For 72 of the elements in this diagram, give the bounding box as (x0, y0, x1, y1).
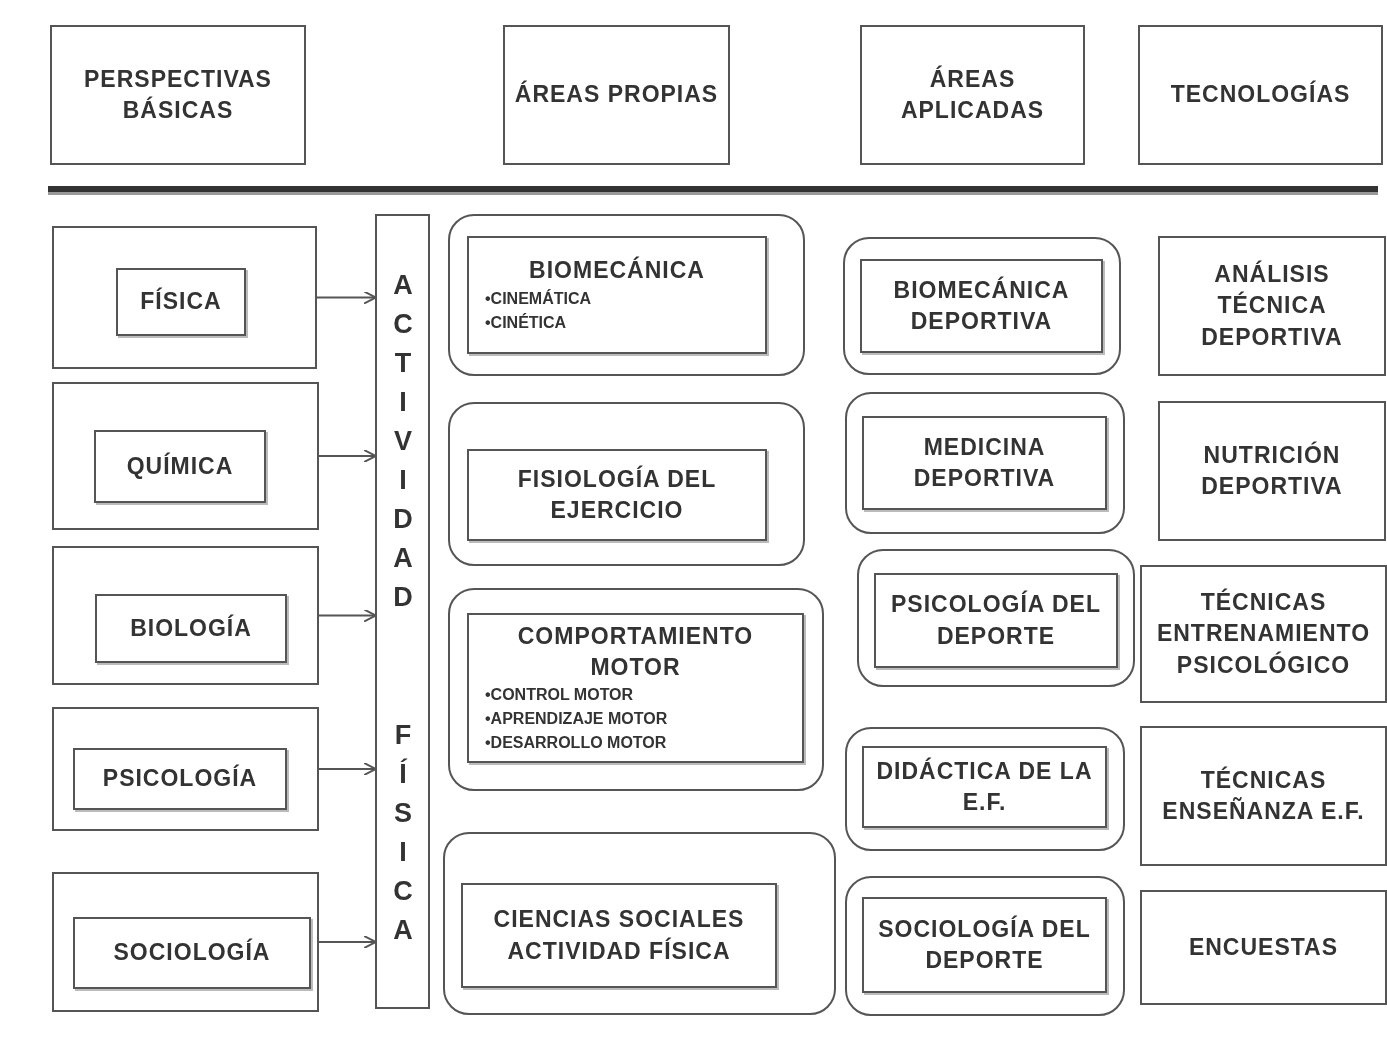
box-heading: BIOMECÁNICA (529, 255, 705, 286)
arrow (318, 608, 377, 623)
box-label: PSICOLOGÍA (102, 763, 258, 794)
label-box (467, 236, 767, 354)
rounded-frame (845, 727, 1125, 851)
box-label: BIOMECÁNICA DEPORTIVA (892, 275, 1071, 336)
box-label: TÉCNICAS ENSEÑANZA E.F. (1161, 765, 1366, 826)
bullet-item: •DESARROLLO MOTOR (484, 733, 667, 754)
bullet-item: •CINEMÁTICA (484, 288, 592, 309)
box-label: QUÍMICA (126, 451, 234, 481)
box-label: ENCUESTAS (1188, 932, 1339, 962)
box-label: TECNOLOGÍAS (1170, 79, 1351, 110)
box-label: ÁREAS APLICADAS (899, 64, 1046, 125)
rounded-frame (857, 549, 1135, 687)
vertical-title: ACTIVIDAD FÍSICA (387, 269, 418, 954)
rounded-frame (845, 876, 1125, 1016)
arrow (316, 290, 377, 305)
header-box (503, 25, 730, 165)
label-box (461, 883, 777, 988)
box-label: FISIOLOGÍA DEL EJERCICIO (516, 464, 718, 525)
label-box (1158, 401, 1386, 541)
label-box (95, 594, 287, 663)
box-label: PSICOLOGÍA DEL DEPORTE (890, 589, 1102, 651)
rounded-frame (448, 214, 805, 376)
box-label: SOCIOLOGÍA DEL DEPORTE (877, 914, 1092, 975)
label-box (73, 917, 311, 989)
label-box (1140, 565, 1387, 703)
label-box (862, 746, 1107, 828)
label-box (1140, 726, 1387, 866)
header-box (1138, 25, 1383, 165)
rounded-frame (448, 402, 805, 566)
rounded-frame (443, 832, 836, 1015)
box-label: BIOLOGÍA (130, 613, 252, 643)
rounded-frame (448, 588, 824, 791)
vertical-bar (375, 214, 430, 1009)
box-label: NUTRICIÓN DEPORTIVA (1200, 440, 1344, 501)
box-label: ÁREAS PROPIAS (514, 79, 719, 110)
label-box (73, 748, 287, 810)
rounded-frame (843, 237, 1121, 375)
callout-box (52, 382, 319, 530)
header-box (50, 25, 306, 165)
callout-box (52, 707, 319, 831)
rounded-frame (845, 392, 1125, 534)
bullet-item: •CONTROL MOTOR (484, 685, 634, 706)
callout-box (52, 872, 319, 1012)
box-label: FÍSICA (140, 286, 222, 317)
box-label: DIDÁCTICA DE LA E.F. (875, 756, 1094, 817)
box-label: CIENCIAS SOCIALES ACTIVIDAD FÍSICA (492, 905, 746, 966)
label-box (1158, 236, 1386, 376)
box-label: ANÁLISIS TÉCNICA DEPORTIVA (1200, 259, 1344, 352)
callout-box (52, 226, 317, 369)
box-label: MEDICINA DEPORTIVA (912, 432, 1057, 493)
label-box (116, 268, 246, 336)
callout-box (52, 546, 319, 685)
header-box (860, 25, 1085, 165)
label-box (874, 573, 1118, 668)
label-box (94, 430, 266, 503)
label-box (467, 449, 767, 541)
box-label: TÉCNICAS ENTRENAMIENTO PSICOLÓGICO (1155, 587, 1372, 680)
bullet-item: •APRENDIZAJE MOTOR (484, 709, 668, 730)
box-label: SOCIOLOGÍA (113, 937, 271, 968)
arrow (318, 762, 377, 776)
bullet-item: •CINÉTICA (484, 312, 567, 333)
arrow (318, 935, 377, 949)
box-heading: COMPORTAMIENTO MOTOR (516, 621, 755, 682)
arrow (318, 449, 377, 463)
label-box (862, 897, 1107, 993)
label-box (1140, 890, 1387, 1005)
label-box (467, 613, 804, 763)
box-label: PERSPECTIVAS BÁSICAS (83, 64, 273, 125)
label-box (860, 259, 1103, 353)
label-box (862, 416, 1107, 510)
